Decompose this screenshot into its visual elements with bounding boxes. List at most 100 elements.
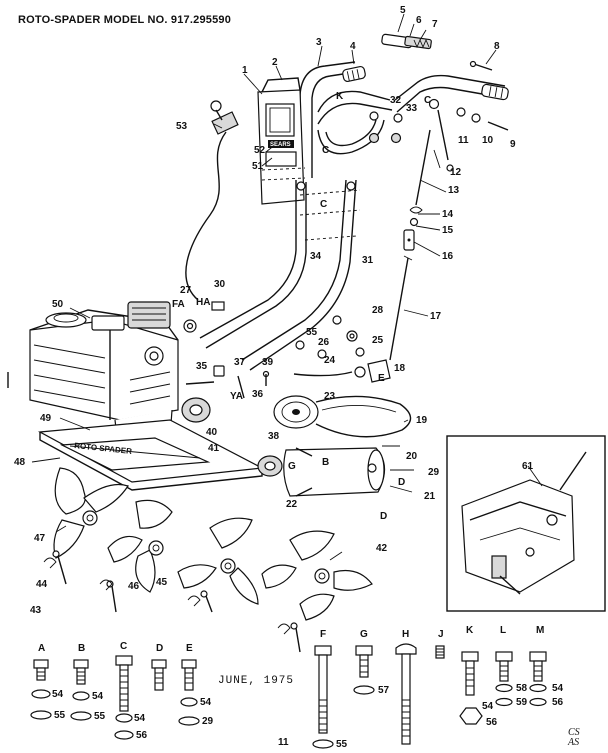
hardware-letter-c: C xyxy=(120,641,128,652)
hardware-b-washer-54: 54 xyxy=(92,691,104,702)
hardware-m-washer-54: 54 xyxy=(552,683,564,694)
hardware-c-bolt xyxy=(114,655,134,740)
part-label-20: 20 xyxy=(406,451,418,462)
hardware-letter-h: H xyxy=(402,629,410,640)
part-label-47: 47 xyxy=(34,533,46,544)
part-label-14: 14 xyxy=(442,209,454,220)
tine-set-left-inner xyxy=(107,499,173,593)
hardware-b-bolt xyxy=(70,659,92,721)
part-label-44-a: 44 xyxy=(36,579,48,590)
hardware-e-bolt xyxy=(178,659,200,726)
hardware-letter-m: M xyxy=(536,625,545,636)
part-label-13: 13 xyxy=(448,185,460,196)
part-label-50: 50 xyxy=(52,299,64,310)
part-label-52: 52 xyxy=(254,145,266,156)
transmission-inset xyxy=(446,435,606,612)
hardware-l-washer-59: 59 xyxy=(516,697,528,708)
hardware-f-bolt xyxy=(312,645,334,749)
part-label-10: 10 xyxy=(482,135,494,146)
tine-pins-and-clips xyxy=(43,550,301,653)
part-label-11: 11 xyxy=(458,135,469,146)
part-label-16: 16 xyxy=(442,251,454,262)
part-label-4-left: 4 xyxy=(350,41,356,52)
part-label-8: 8 xyxy=(494,41,500,52)
handle-hardware xyxy=(368,98,509,172)
tine-set-left-outer xyxy=(53,467,129,559)
part-label-37: 37 xyxy=(234,357,246,368)
clutch-lever xyxy=(381,33,493,71)
hardware-m-bolt xyxy=(529,651,547,707)
part-label-36: 36 xyxy=(252,389,264,400)
ref-letter-e: E xyxy=(378,373,385,384)
part-label-22: 22 xyxy=(286,499,298,510)
part-label-1: 1 xyxy=(242,65,248,76)
ref-letter-g: G xyxy=(288,461,296,472)
hardware-letter-l: L xyxy=(500,625,507,636)
ref-letter-d-lower: D xyxy=(380,511,388,522)
hardware-e-washer-54: 54 xyxy=(200,697,212,708)
part-label-28: 28 xyxy=(372,305,384,316)
hardware-j-set-screw xyxy=(435,645,445,659)
hardware-g-bolt xyxy=(353,645,375,695)
ref-letter-c-bar: C xyxy=(320,199,328,210)
hardware-row xyxy=(30,643,547,749)
part-label-41: 41 xyxy=(208,443,220,454)
part-label-53: 53 xyxy=(176,121,188,132)
part-label-33: 33 xyxy=(406,103,418,114)
part-label-27: 27 xyxy=(180,285,192,296)
handle-assembly xyxy=(299,61,506,180)
part-label-40: 40 xyxy=(206,427,218,438)
hardware-h-bolt xyxy=(395,643,417,745)
hardware-letter-g: G xyxy=(360,629,368,640)
throttle-cable xyxy=(185,100,239,301)
hardware-c-washer-56: 56 xyxy=(136,730,148,741)
part-label-45: 45 xyxy=(156,577,168,588)
part-label-15: 15 xyxy=(442,225,454,236)
handle-grip-left xyxy=(342,65,366,83)
mount-hardware xyxy=(183,301,391,399)
hardware-e-washer-29: 29 xyxy=(202,716,214,727)
part-label-34: 34 xyxy=(310,251,322,262)
part-label-18: 18 xyxy=(394,363,406,374)
part-label-38: 38 xyxy=(268,431,280,442)
tine-set-right-inner xyxy=(177,517,259,605)
part-label-55: 55 xyxy=(306,327,318,338)
diagram-title: ROTO-SPADER MODEL NO. 917.295590 xyxy=(18,14,232,26)
tine-set-right-outer xyxy=(261,530,373,621)
part-label-43-a: 43 xyxy=(30,605,42,616)
hardware-letter-k: K xyxy=(466,625,474,636)
panel-brand: SEARS xyxy=(270,142,291,148)
ref-letter-ya: YA xyxy=(230,391,243,402)
hardware-c-washer-54: 54 xyxy=(134,713,146,724)
control-panel xyxy=(257,77,306,205)
hardware-l-bolt xyxy=(495,651,513,707)
hardware-letter-e: E xyxy=(186,643,193,654)
ref-letter-k: K xyxy=(336,91,344,102)
ref-letter-c-handle: C xyxy=(424,95,432,106)
ref-letter-c-panel: C xyxy=(322,145,330,156)
hardware-m-washer-56: 56 xyxy=(552,697,564,708)
hardware-letter-a: A xyxy=(38,643,46,654)
transmission-and-belt xyxy=(181,395,412,497)
part-label-61: 61 xyxy=(522,461,534,472)
part-label-29: 29 xyxy=(428,467,440,478)
ref-letter-b: B xyxy=(322,457,330,468)
part-label-35: 35 xyxy=(196,361,208,372)
hardware-d-bolt xyxy=(151,659,167,691)
part-label-19: 19 xyxy=(416,415,428,426)
hardware-f-washer-55: 55 xyxy=(336,739,348,750)
ref-letter-ha: HA xyxy=(196,297,211,308)
part-label-7: 7 xyxy=(432,19,438,30)
part-label-23: 23 xyxy=(324,391,336,402)
hardware-k-washer-54: 54 xyxy=(482,701,494,712)
hardware-letter-j: J xyxy=(438,629,444,640)
ref-letter-fa: FA xyxy=(172,299,185,310)
part-label-25: 25 xyxy=(372,335,384,346)
part-label-9: 9 xyxy=(510,139,516,150)
part-label-46: 46 xyxy=(128,581,140,592)
part-label-3: 3 xyxy=(316,37,322,48)
throttle-control-rod xyxy=(389,129,431,361)
part-label-12: 12 xyxy=(450,167,462,178)
